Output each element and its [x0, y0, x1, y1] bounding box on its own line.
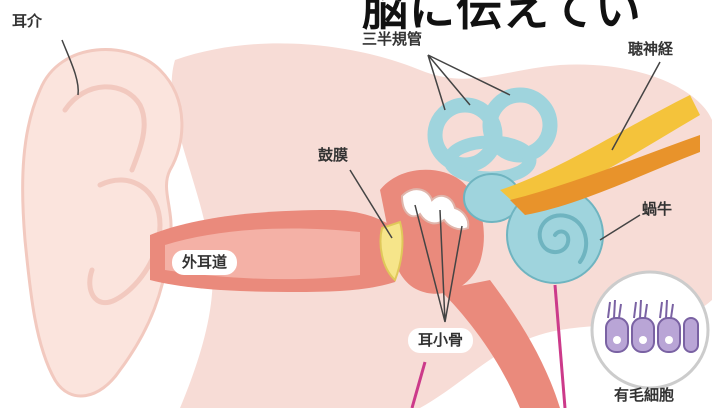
label-auricle: 耳介	[12, 14, 42, 29]
label-semicircular-canals: 三半規管	[362, 32, 422, 47]
label-ossicles: 耳小骨	[408, 328, 473, 353]
headline-text: 脳に伝えてい	[362, 0, 642, 32]
label-eardrum: 鼓膜	[318, 148, 348, 163]
label-hair-cells: 有毛細胞	[614, 388, 674, 403]
label-auditory-nerve: 聴神経	[628, 42, 673, 57]
label-ear-canal: 外耳道	[172, 250, 237, 275]
label-cochlea: 蝸牛	[642, 202, 672, 217]
